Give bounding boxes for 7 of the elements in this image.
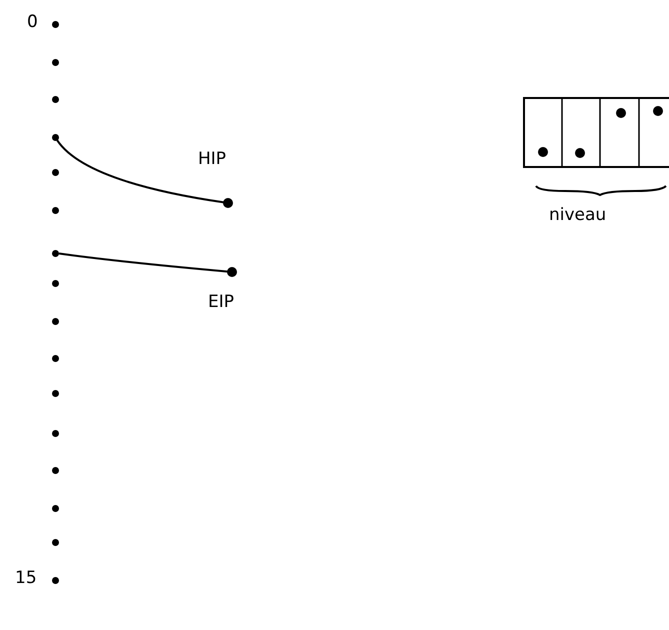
curved-line bbox=[56, 140, 224, 204]
index-label: 0 bbox=[27, 14, 38, 31]
brace-label: niveau bbox=[549, 207, 606, 224]
point-label: HIP bbox=[198, 151, 226, 168]
index-label: 15 bbox=[15, 570, 37, 587]
curved-line bbox=[58, 252, 228, 273]
point-label: EIP bbox=[208, 294, 234, 311]
